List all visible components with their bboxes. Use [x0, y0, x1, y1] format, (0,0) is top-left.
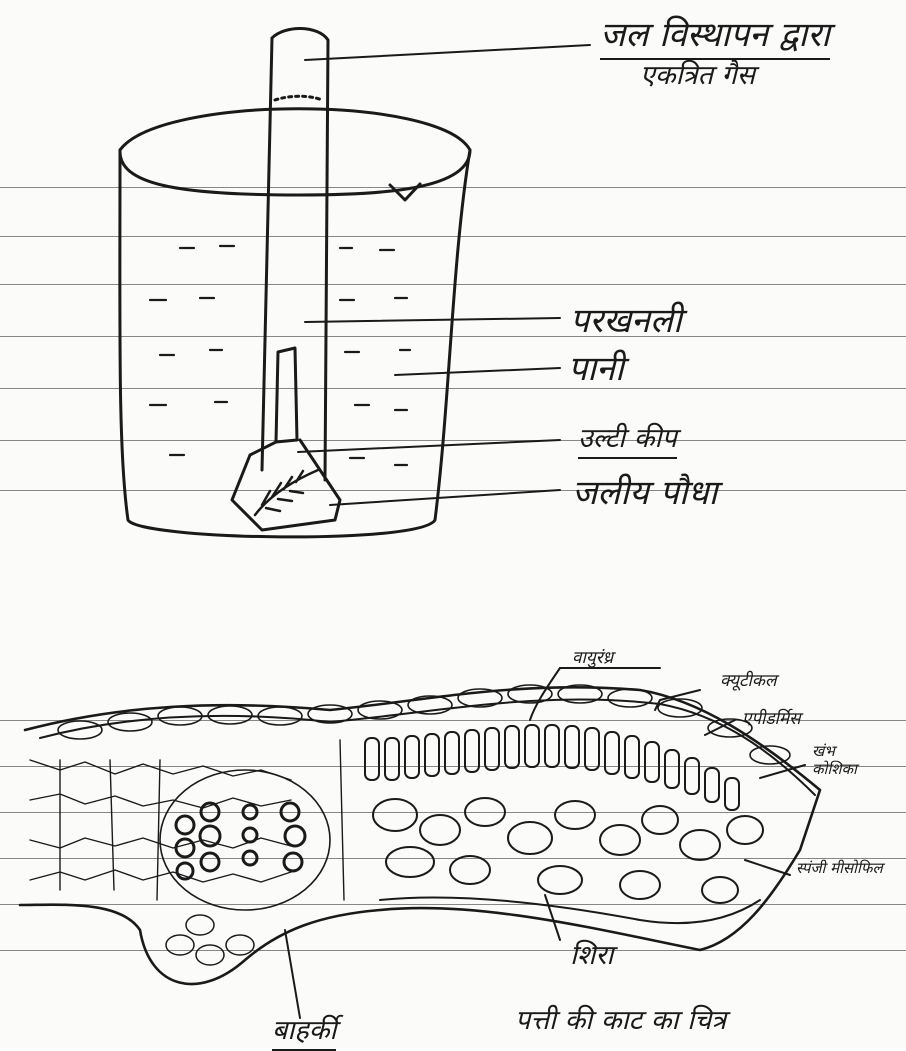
stomata-pointer — [530, 668, 560, 720]
gas-label-line2: एकत्रित गैस — [640, 55, 755, 92]
water-label: पानी — [568, 344, 624, 390]
palisade-label: खंभ कोशिका — [812, 742, 872, 778]
vein-pointer — [545, 895, 560, 940]
vein-label: शिरा — [570, 935, 613, 972]
spongy-label: स्पंजी मीसोफिल — [796, 858, 883, 878]
cuticle-label: क्यूटीकल — [720, 668, 777, 691]
spongy-pointer — [745, 860, 790, 875]
vascular-bundle — [160, 770, 330, 910]
plant-label: जलीय पौधा — [572, 468, 717, 514]
epidermis-label: एपीडर्मिस — [742, 706, 801, 729]
epidermis-pointer — [705, 720, 735, 735]
funnel-label: उल्टी कीप — [578, 418, 677, 459]
leaf-outline — [20, 687, 820, 984]
bundle-sheath-pointer — [285, 930, 300, 1018]
test-tube-label: परखनली — [570, 296, 682, 342]
lower-epidermis — [380, 898, 760, 924]
gas-label: जल विस्थापन द्वारा — [600, 10, 830, 60]
leaf-caption: पत्ती की काट का चित्र — [515, 1000, 726, 1037]
stomata-label: वायुरंध्र — [572, 645, 613, 668]
bundle-sheath-label: बाहर्की — [272, 1010, 336, 1051]
